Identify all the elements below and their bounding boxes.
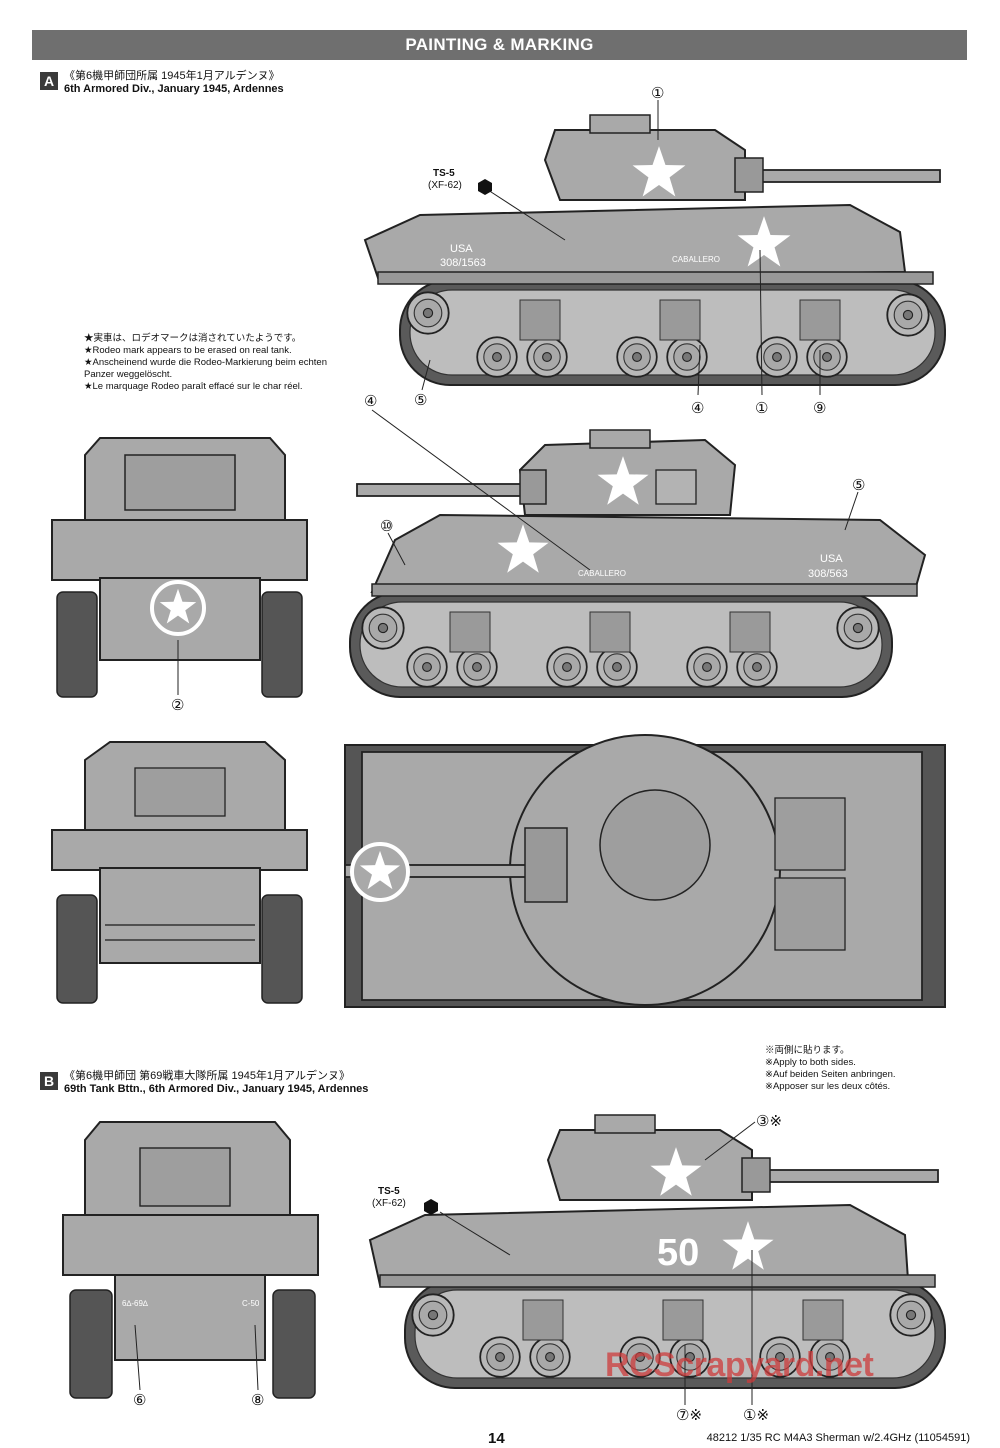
- rodeo-note-line-en: ★Rodeo mark appears to be erased on real…: [84, 345, 292, 356]
- hull-serial-a1: 308/1563: [440, 257, 486, 269]
- tank-a-top-view: [344, 734, 946, 1008]
- section-b-title: 《第6機甲師団 第69戦車大隊所属 1945年1月アルデンヌ》 69th Tan…: [64, 1070, 368, 1096]
- callout-b-7: ⑦※: [676, 1407, 702, 1424]
- leader-lines: [134, 100, 859, 1405]
- hull-name-a2: CABALLERO: [578, 569, 626, 578]
- callout-1-bottom: ①: [755, 400, 768, 417]
- rear-mark-left: 6∆-69∆: [122, 1299, 148, 1308]
- paint-marker-b: [424, 1199, 438, 1215]
- product-code: 48212 1/35 RC M4A3 Sherman w/2.4GHz (110…: [706, 1432, 970, 1444]
- page-header: PAINTING & MARKING: [32, 30, 967, 60]
- callout-10: ⑩: [380, 518, 393, 535]
- rear-mark-right: C-50: [242, 1299, 260, 1308]
- callout-b-6: ⑥: [133, 1392, 146, 1409]
- hull-usa-a1: USA: [450, 243, 473, 255]
- section-a-letter: A: [43, 73, 55, 89]
- watermark: RCScrapyard.net: [605, 1346, 874, 1384]
- hull-usa-a2: USA: [820, 553, 843, 565]
- callout-4-upper: ④: [364, 393, 377, 410]
- section-b-title-en: 69th Tank Bttn., 6th Armored Div., Janua…: [64, 1083, 369, 1095]
- tank-a-front-view: [51, 741, 308, 1004]
- rodeo-note-line-de1: ★Anscheinend wurde die Rodeo-Markierung …: [84, 357, 327, 368]
- callout-4-bottom: ④: [691, 400, 704, 417]
- hull-serial-a2: 308/563: [808, 568, 848, 580]
- callout-b-8: ⑧: [251, 1392, 264, 1409]
- section-a-badge: A: [40, 72, 58, 90]
- both-sides-note-fr: ※Apposer sur les deux côtés.: [765, 1081, 891, 1092]
- tank-a-side-left: [349, 429, 927, 698]
- callout-b-1: ①※: [743, 1407, 769, 1424]
- page-title: PAINTING & MARKING: [405, 35, 594, 54]
- tank-a-side-right: [363, 114, 946, 386]
- section-b-title-jp: 《第6機甲師団 第69戦車大隊所属 1945年1月アルデンヌ》: [64, 1070, 350, 1082]
- paint-sub-a: (XF-62): [428, 180, 462, 191]
- tank-b-rear-view: [62, 1121, 319, 1399]
- rodeo-note-line-jp: ★実車は、ロデオマークは消されていたようです。: [84, 333, 302, 344]
- both-sides-note: ※両側に貼ります。 ※Apply to both sides. ※Auf bei…: [765, 1045, 896, 1093]
- tank-b-side-right: [368, 1114, 946, 1389]
- both-sides-note-de: ※Auf beiden Seiten anbringen.: [765, 1069, 896, 1080]
- callout-2: ②: [171, 697, 184, 714]
- section-a-title: 《第6機甲師団所属 1945年1月アルデンヌ》 6th Armored Div.…: [64, 70, 284, 96]
- hull-name-a1: CABALLERO: [672, 255, 720, 264]
- callout-5-left: ⑤: [414, 392, 427, 409]
- rodeo-note-line-de2: Panzer weggelöscht.: [84, 369, 173, 380]
- section-b-badge: B: [40, 1072, 58, 1090]
- callout-b-3: ③※: [756, 1113, 782, 1130]
- section-b-letter: B: [43, 1073, 55, 1089]
- paint-marker-a: [478, 179, 492, 195]
- paint-sub-b: (XF-62): [372, 1198, 406, 1209]
- callout-1-top: ①: [651, 85, 664, 102]
- rodeo-note: ★実車は、ロデオマークは消されていたようです。 ★Rodeo mark appe…: [84, 333, 327, 393]
- both-sides-note-en: ※Apply to both sides.: [765, 1057, 856, 1068]
- page-number: 14: [488, 1430, 505, 1447]
- section-a-title-jp: 《第6機甲師団所属 1945年1月アルデンヌ》: [64, 70, 280, 82]
- section-a-title-en: 6th Armored Div., January 1945, Ardennes: [64, 83, 284, 95]
- both-sides-note-jp: ※両側に貼ります。: [765, 1045, 850, 1056]
- tank-a-rear-view: [51, 437, 308, 698]
- callout-5-right: ⑤: [852, 477, 865, 494]
- paint-code-b: TS-5: [378, 1186, 400, 1197]
- paint-code-a: TS-5: [433, 168, 455, 179]
- callout-9: ⑨: [813, 400, 826, 417]
- tank-number: 50: [657, 1232, 699, 1274]
- rodeo-note-line-fr: ★Le marquage Rodeo paraît effacé sur le …: [84, 381, 303, 392]
